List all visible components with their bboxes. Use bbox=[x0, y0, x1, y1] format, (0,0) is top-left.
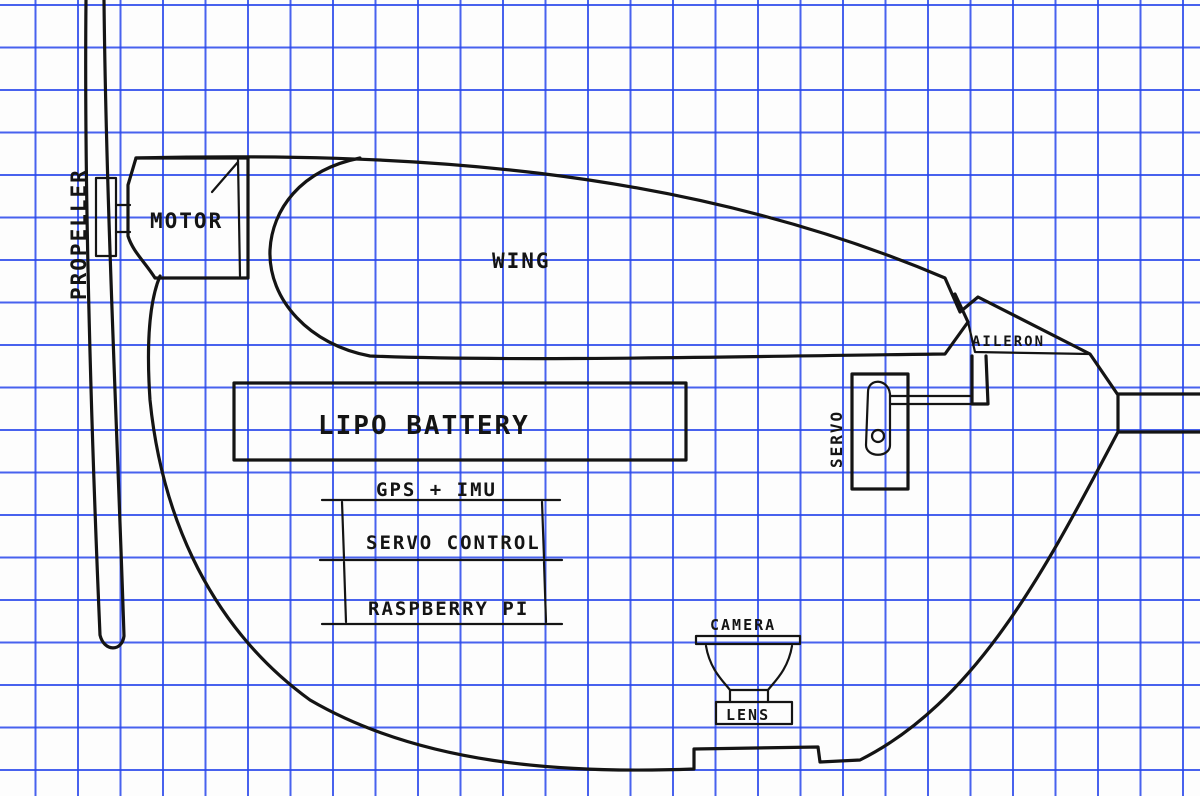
lipo-battery-label: LIPO BATTERY bbox=[318, 411, 530, 441]
servo-control-label: SERVO CONTROL bbox=[366, 532, 541, 554]
motor-mount-brace bbox=[212, 162, 238, 192]
standoff bbox=[342, 502, 344, 558]
lens-label: LENS bbox=[726, 706, 770, 724]
propeller bbox=[86, 0, 130, 648]
aileron-control-horn bbox=[972, 356, 988, 404]
wing-outline bbox=[270, 158, 968, 359]
servo-pushrod bbox=[890, 396, 972, 404]
motor-mount-line bbox=[238, 160, 240, 276]
wing-label: WING bbox=[492, 249, 551, 273]
tail-boom bbox=[1118, 394, 1200, 432]
gps-imu-label: GPS + IMU bbox=[376, 479, 497, 501]
standoff bbox=[344, 562, 346, 622]
raspberry-pi-label: RASPBERRY PI bbox=[368, 598, 529, 620]
propeller-label: PROPELLER bbox=[67, 168, 91, 300]
camera-lens-mount bbox=[730, 690, 768, 702]
camera-label: CAMERA bbox=[710, 616, 776, 634]
fuselage-outline bbox=[136, 157, 1118, 770]
servo-arm bbox=[866, 382, 890, 455]
standoff bbox=[544, 562, 546, 622]
servo-horn bbox=[872, 430, 884, 442]
standoff bbox=[542, 502, 544, 558]
camera-body bbox=[696, 636, 800, 690]
aileron-label: AILERON bbox=[972, 334, 1045, 350]
propeller-hub bbox=[96, 178, 116, 256]
servo-label: SERVO bbox=[827, 410, 846, 468]
motor-label: MOTOR bbox=[150, 209, 223, 233]
